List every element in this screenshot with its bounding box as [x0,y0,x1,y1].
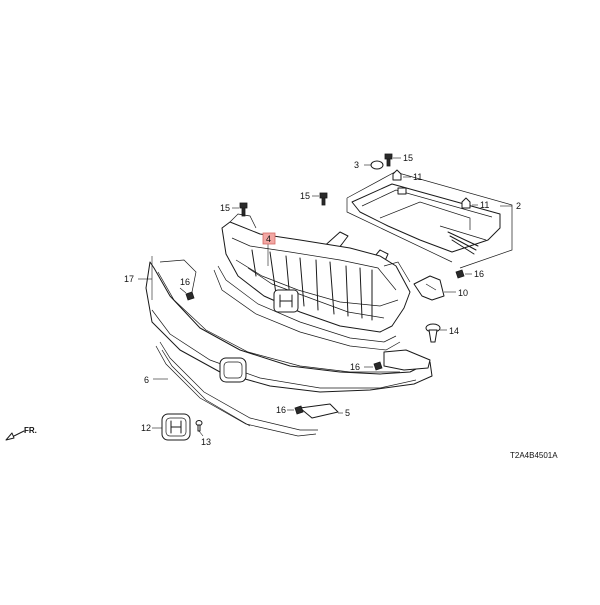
callout-5: 5 [345,408,350,418]
side-molding-right[interactable] [383,349,431,371]
callout-16d: 16 [276,405,286,415]
clip-16-mid[interactable] [373,361,383,371]
callout-2: 2 [516,201,521,211]
callout-6: 6 [144,375,149,385]
callout-4: 4 [266,234,271,244]
callout-16c: 16 [350,362,360,372]
callout-13: 13 [201,437,211,447]
bolt-15-left[interactable] [239,202,248,217]
callout-14: 14 [449,326,459,336]
front-bumper-face[interactable] [145,259,433,393]
bracket-10[interactable] [413,275,445,301]
clip-11-lower[interactable] [461,197,471,209]
clip-16-bottom[interactable] [294,405,304,415]
callout-16a: 16 [474,269,484,279]
callout-15a: 15 [403,153,413,163]
front-direction-arrow-icon [5,430,25,441]
bolt-15-mid[interactable] [319,192,328,206]
bumper-emblem-mount[interactable] [219,357,247,383]
front-grille[interactable] [221,213,411,333]
clip-16-left[interactable] [185,291,195,301]
callout-15c: 15 [220,203,230,213]
molding-5[interactable] [299,403,339,419]
front-indicator-label: FR. [24,426,37,435]
callout-15b: 15 [300,191,310,201]
bolt-15-top[interactable] [384,153,393,167]
grille-lower-molding[interactable] [213,265,401,351]
callout-11b: 11 [480,200,489,210]
clip-11-upper[interactable] [392,169,402,181]
callout-17: 17 [124,274,134,284]
front-emblem-12[interactable] [161,413,191,441]
screw-13[interactable] [195,420,203,432]
diagram-code: T2A4B4501A [510,451,558,460]
grommet-3[interactable] [370,160,384,170]
callout-12: 12 [141,423,151,433]
callout-11a: 11 [413,172,422,182]
callout-4-highlight [262,232,276,245]
callout-10: 10 [458,288,468,298]
clip-16-right[interactable] [455,269,465,279]
clip-14[interactable] [425,323,441,343]
callout-3: 3 [354,160,359,170]
callout-16b: 16 [180,277,190,287]
lower-molding-6[interactable] [155,341,318,437]
